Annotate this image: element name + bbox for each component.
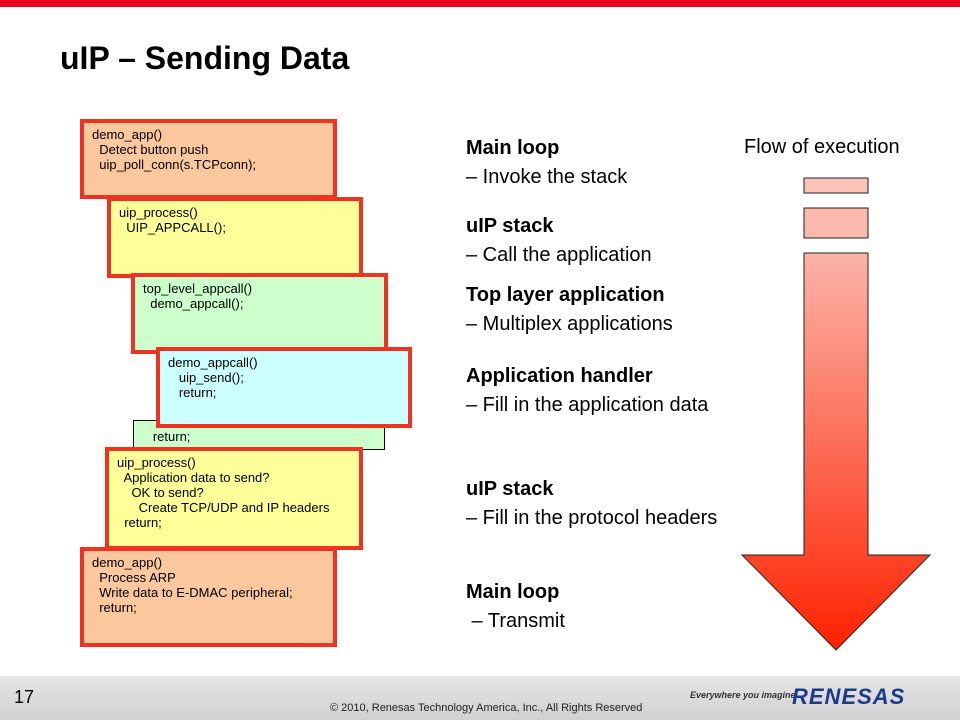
flow-arrow-segment	[803, 207, 869, 239]
renesas-logo: RENESAS	[792, 684, 906, 709]
code-line: top_level_appcall()	[143, 281, 253, 296]
step-heading: Application handler	[466, 365, 653, 387]
step-label: Top layer application – Multiplex applic…	[466, 281, 673, 339]
code-line: return;	[92, 600, 137, 615]
code-box-uip-process-headers: uip_process() Application data to send? …	[105, 447, 363, 550]
step-label: uIP stack – Call the application	[466, 212, 652, 270]
code-line: Application data to send?	[117, 470, 270, 485]
step-label: Application handler – Fill in the applic…	[466, 362, 708, 420]
code-line: demo_appcall();	[143, 296, 244, 311]
code-line: uip_process()	[119, 205, 198, 220]
code-line: UIP_APPCALL();	[119, 220, 226, 235]
code-box-main-loop-invoke: demo_app() Detect button push uip_poll_c…	[80, 119, 337, 199]
code-box-top-level-appcall: top_level_appcall() demo_appcall();	[131, 273, 388, 354]
step-description: – Transmit	[466, 610, 565, 632]
code-line: uip_send();	[168, 370, 244, 385]
step-heading: Main loop	[466, 137, 560, 159]
code-line: Write data to E-DMAC peripheral;	[92, 585, 293, 600]
code-box-uip-appcall: uip_process() UIP_APPCALL();	[107, 197, 363, 278]
code-box-demo-appcall: demo_appcall() uip_send(); return;	[156, 347, 412, 428]
copyright-text: © 2010, Renesas Technology America, Inc.…	[330, 702, 643, 714]
step-description: – Fill in the protocol headers	[466, 507, 718, 529]
step-description: – Multiplex applications	[466, 313, 673, 335]
tagline-text: Everywhere you imagine.	[690, 690, 799, 700]
code-line: Detect button push	[92, 142, 209, 157]
code-line: Process ARP	[92, 570, 176, 585]
code-line: return;	[142, 429, 191, 444]
flow-label: Flow of execution	[744, 136, 900, 158]
code-line: demo_appcall()	[168, 355, 258, 370]
code-line: demo_app()	[92, 555, 163, 570]
step-description: – Invoke the stack	[466, 166, 628, 188]
flow-arrow-segment	[803, 177, 869, 194]
flow-arrow-body	[740, 252, 932, 651]
step-heading: uIP stack	[466, 478, 554, 500]
slide-title: uIP – Sending Data	[60, 40, 350, 76]
code-line: OK to send?	[117, 485, 204, 500]
page-number: 17	[14, 687, 35, 707]
step-heading: Top layer application	[466, 284, 665, 306]
code-box-main-loop-transmit: demo_app() Process ARP Write data to E-D…	[80, 547, 337, 647]
step-heading: uIP stack	[466, 215, 554, 237]
code-line: uip_process()	[117, 455, 196, 470]
code-line: Create TCP/UDP and IP headers	[117, 500, 330, 515]
step-label: Main loop – Invoke the stack	[466, 134, 627, 192]
code-line: return;	[117, 515, 162, 530]
code-line: return;	[168, 385, 217, 400]
step-description: – Fill in the application data	[466, 394, 709, 416]
code-line: demo_app()	[92, 127, 163, 142]
step-label: uIP stack – Fill in the protocol headers	[466, 475, 717, 533]
step-label: Main loop – Transmit	[466, 578, 565, 636]
footer-bar	[0, 676, 960, 720]
step-description: – Call the application	[466, 244, 652, 266]
code-line: uip_poll_conn(s.TCPconn);	[92, 157, 257, 172]
top-accent-bar	[0, 0, 960, 7]
step-heading: Main loop	[466, 581, 560, 603]
